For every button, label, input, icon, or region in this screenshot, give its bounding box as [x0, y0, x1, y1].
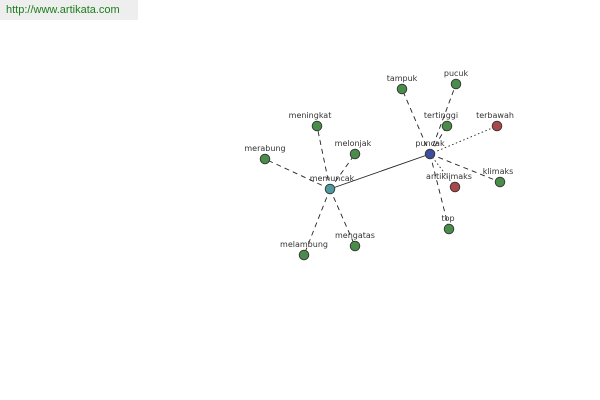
node-label-mengatas[interactable]: mengatas	[335, 231, 375, 240]
node-meningkat[interactable]	[311, 120, 323, 132]
node-memuncak[interactable]	[324, 183, 336, 195]
edge-puncak-tertinggi	[429, 125, 448, 155]
graph-nodes	[259, 78, 506, 261]
edge-memuncak-melonjak	[329, 153, 356, 190]
edge-puncak-antiklimaks	[429, 153, 456, 188]
edge-puncak-top	[429, 153, 450, 230]
edge-memuncak-merabung	[264, 158, 331, 190]
node-merabung[interactable]	[259, 153, 271, 165]
node-melonjak[interactable]	[349, 148, 361, 160]
node-melambung[interactable]	[298, 249, 310, 261]
node-klimaks[interactable]	[494, 176, 506, 188]
node-pucuk[interactable]	[450, 78, 462, 90]
edge-memuncak-meningkat	[316, 125, 331, 190]
edge-puncak-terbawah	[429, 125, 498, 155]
edge-puncak-klimaks	[429, 153, 501, 183]
edge-puncak-tampuk	[401, 88, 431, 155]
node-tampuk[interactable]	[396, 83, 408, 95]
node-mengatas[interactable]	[349, 240, 361, 252]
node-label-memuncak[interactable]: memuncak	[310, 174, 355, 183]
node-label-antiklimaks[interactable]: antiklimaks	[426, 172, 472, 181]
edge-puncak-pucuk	[429, 83, 457, 155]
edge-memuncak-melambung	[303, 188, 331, 256]
node-label-tampuk[interactable]: tampuk	[387, 74, 418, 83]
graph-edges	[264, 83, 501, 256]
site-url-link[interactable]: http://www.artikata.com	[6, 4, 120, 16]
graph-labels: memuncak puncak meningkat melonjak merabung m…	[244, 69, 514, 249]
node-antiklimaks[interactable]	[449, 181, 461, 193]
node-label-terbawah[interactable]: terbawah	[476, 111, 514, 120]
node-top[interactable]	[443, 223, 455, 235]
node-label-meningkat[interactable]: meningkat	[289, 111, 332, 120]
node-label-melonjak[interactable]: melonjak	[335, 139, 372, 148]
edge-memuncak-puncak	[329, 153, 431, 190]
node-label-klimaks[interactable]: klimaks	[483, 167, 514, 176]
url-bar: http://www.artikata.com	[0, 0, 138, 20]
node-label-pucuk[interactable]: pucuk	[444, 69, 469, 78]
node-label-puncak[interactable]: puncak	[415, 139, 445, 148]
node-label-melambung[interactable]: melambung	[280, 240, 328, 249]
node-terbawah[interactable]	[491, 120, 503, 132]
node-label-tertinggi[interactable]: tertinggi	[424, 111, 458, 120]
node-puncak[interactable]	[424, 148, 436, 160]
node-tertinggi[interactable]	[441, 120, 453, 132]
edge-memuncak-mengatas	[329, 188, 356, 247]
node-label-merabung[interactable]: merabung	[244, 144, 285, 153]
node-label-top[interactable]: top	[441, 214, 454, 223]
